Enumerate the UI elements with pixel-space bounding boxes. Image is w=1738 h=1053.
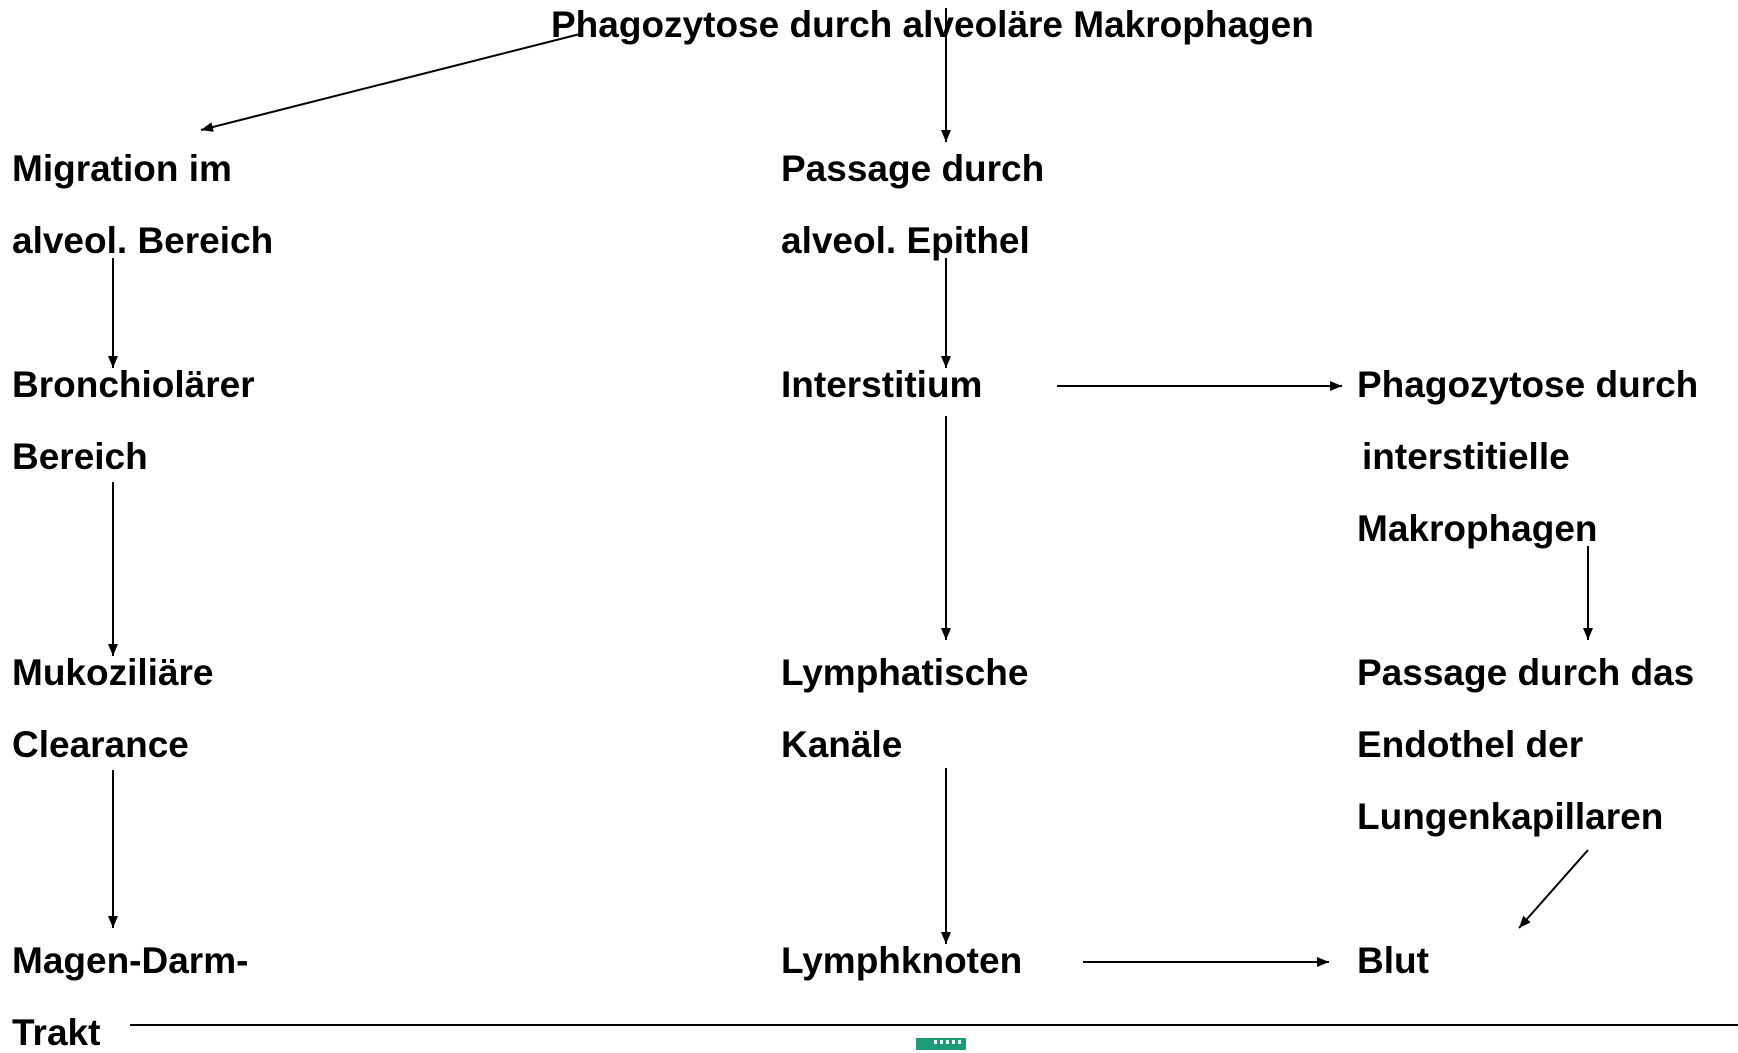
node-blut: Blut (1357, 940, 1429, 981)
node-passage-line2: alveol. Epithel (781, 220, 1030, 261)
node-lymph-line1: Lymphatische (781, 652, 1029, 693)
node-phago-int-line3: Makrophagen (1357, 508, 1598, 549)
node-magen-line2: Trakt (12, 1012, 101, 1053)
node-lymphknoten: Lymphknoten (781, 940, 1023, 981)
node-endo-line2: Endothel der (1357, 724, 1584, 765)
node-muko-line2: Clearance (12, 724, 189, 765)
node-migration-line2: alveol. Bereich (12, 220, 274, 261)
node-muko-line1: Mukoziliäre (12, 652, 214, 693)
node-magen-line1: Magen-Darm- (12, 940, 249, 981)
logo-mark (916, 1038, 966, 1050)
node-interstitium: Interstitium (781, 364, 983, 405)
node-top: Phagozytose durch alveoläre Makrophagen (551, 4, 1314, 45)
node-passage-line1: Passage durch (781, 148, 1045, 189)
node-bronch-line2: Bereich (12, 436, 148, 477)
arrow-endo-to-blut (1518, 849, 1589, 929)
node-bronch-line1: Bronchiolärer (12, 364, 255, 405)
node-phago-int-line2: interstitielle (1362, 436, 1570, 477)
arrow-top-to-migration (200, 33, 581, 132)
node-migration-line1: Migration im (12, 148, 232, 189)
node-lymph-line2: Kanäle (781, 724, 903, 765)
node-endo-line1: Passage durch das (1357, 652, 1695, 693)
node-phago-int-line1: Phagozytose durch (1357, 364, 1699, 405)
node-endo-line3: Lungenkapillaren (1357, 796, 1664, 837)
